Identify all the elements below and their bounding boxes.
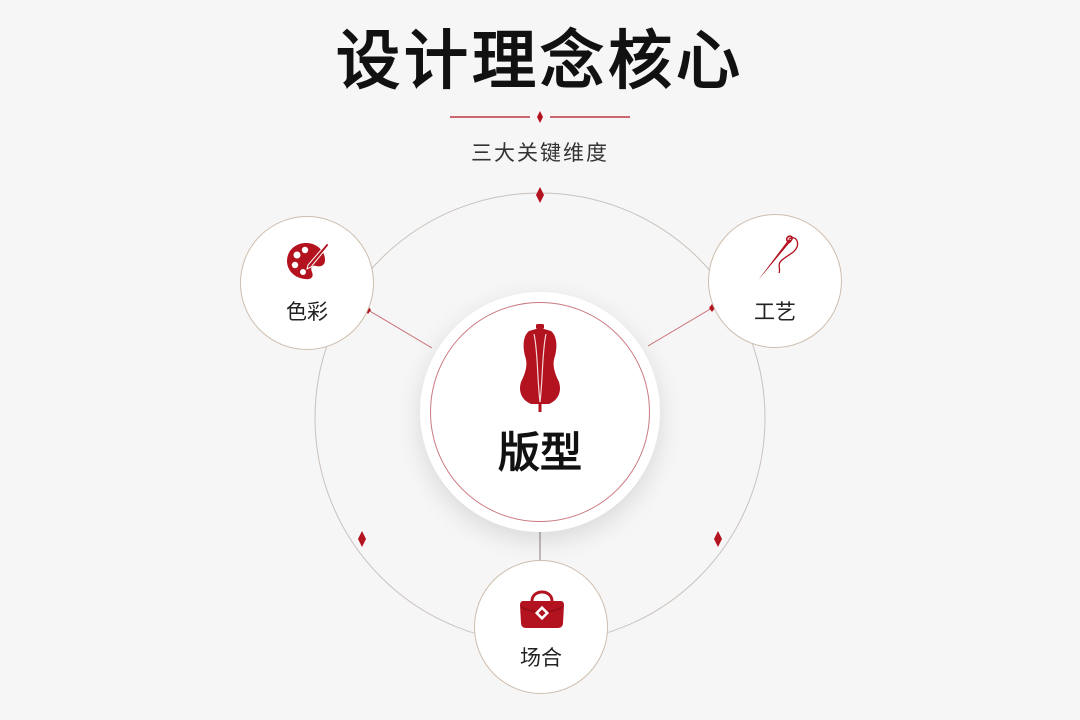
orbit-diamond-top bbox=[536, 187, 544, 203]
dress-form-icon bbox=[520, 324, 560, 412]
connector-color bbox=[367, 309, 433, 349]
page-subtitle: 三大关键维度 bbox=[471, 141, 609, 165]
handbag-icon bbox=[520, 590, 564, 628]
node-craft-label: 工艺 bbox=[754, 300, 796, 324]
needle-thread-icon bbox=[757, 235, 799, 281]
palette-icon bbox=[287, 242, 330, 280]
node-color: 色彩 bbox=[240, 216, 374, 350]
orbit-diamond-right bbox=[714, 531, 722, 547]
node-color-label: 色彩 bbox=[286, 300, 328, 324]
node-occasion: 场合 bbox=[474, 560, 608, 694]
orbit-diamond-left bbox=[358, 531, 366, 547]
center-node-pattern: 版型 bbox=[420, 292, 660, 532]
connector-craft bbox=[647, 307, 713, 347]
node-craft: 工艺 bbox=[708, 214, 842, 348]
title-divider-diamond bbox=[537, 111, 543, 123]
page-title: 设计理念核心 bbox=[336, 25, 744, 99]
center-node-ring bbox=[430, 302, 650, 522]
node-occasion-label: 场合 bbox=[520, 646, 562, 670]
center-label: 版型 bbox=[497, 428, 582, 477]
